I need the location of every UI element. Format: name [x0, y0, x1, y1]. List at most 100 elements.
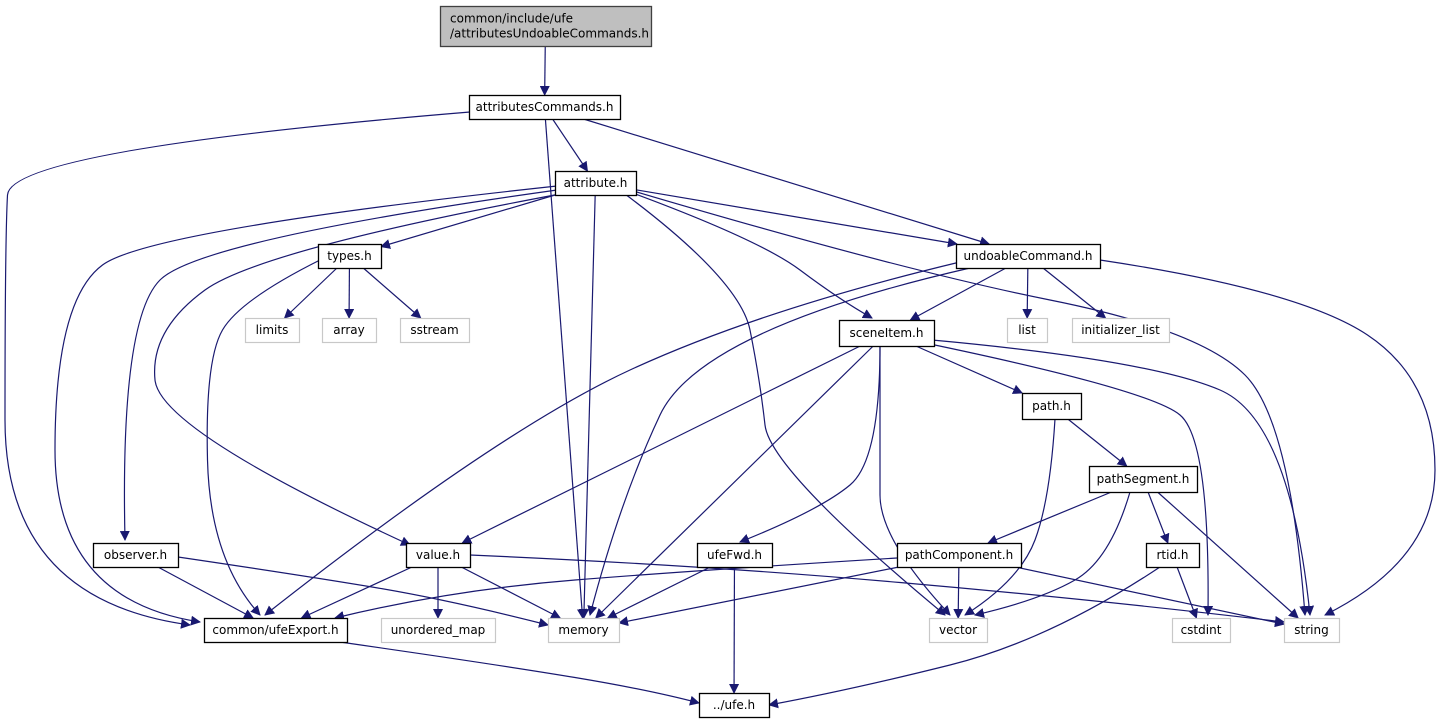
node-undoableCommand[interactable]: undoableCommand.h	[955, 243, 1102, 270]
edge-path-to-vector	[964, 418, 1056, 616]
edge-attribute-to-memory	[579, 194, 596, 619]
edge-sceneItem-to-cstdint	[929, 343, 1214, 616]
node-path[interactable]: path.h	[1021, 392, 1083, 421]
node-sstream: sstream	[399, 317, 471, 344]
edge-attributesCommands-to-undoableCommand	[583, 118, 991, 247]
node-box[interactable]	[554, 170, 638, 197]
node-label: undoableCommand.h	[964, 249, 1093, 263]
node-cstdint: cstdint	[1171, 617, 1232, 644]
edge-root-to-attributesCommands	[539, 45, 550, 96]
edge-path-to-pathSegment	[1067, 418, 1128, 467]
node-box	[1006, 317, 1049, 344]
node-box[interactable]	[698, 692, 771, 719]
node-ufeExport[interactable]: common/ufeExport.h	[203, 617, 349, 644]
edge-value-to-ufeExport	[300, 566, 413, 619]
edge-pathSegment-to-pathComponent	[987, 491, 1112, 545]
node-box	[380, 617, 497, 644]
node-sceneItem[interactable]: sceneItem.h	[838, 319, 936, 348]
edge-sceneItem-to-path	[915, 345, 1024, 394]
nodes-layer: common/include/ufe/attributesUndoableCom…	[92, 5, 1341, 719]
node-label: vector	[939, 623, 977, 637]
node-label: common/include/ufe	[450, 12, 573, 26]
edge-undoableCommand-to-string	[1099, 259, 1436, 616]
node-root[interactable]: common/include/ufe/attributesUndoableCom…	[439, 5, 653, 48]
node-box	[399, 317, 471, 344]
edge-sceneItem-to-value	[461, 345, 861, 544]
node-box[interactable]	[955, 243, 1102, 270]
node-array: array	[321, 317, 378, 344]
edge-pathSegment-to-rtid	[1147, 491, 1170, 544]
node-box[interactable]	[896, 542, 1023, 569]
edge-attributesCommands-to-ufeExport	[4, 111, 471, 629]
node-box	[244, 317, 301, 344]
edge-attributesCommands-to-attribute	[552, 118, 589, 172]
node-box	[547, 617, 621, 644]
edge-observer-to-memory	[177, 556, 549, 628]
node-label: rtid.h	[1156, 548, 1188, 562]
node-value[interactable]: value.h	[405, 542, 472, 569]
node-box[interactable]	[405, 542, 472, 569]
node-box[interactable]	[838, 319, 936, 348]
edge-sceneItem-to-ufeFwd	[739, 345, 881, 544]
node-pathSegment[interactable]: pathSegment.h	[1088, 465, 1199, 494]
node-label: sceneItem.h	[850, 326, 924, 340]
edge-sceneItem-to-memory	[595, 345, 874, 619]
node-unordered_map: unordered_map	[380, 617, 497, 644]
edge-types-to-limits	[283, 267, 338, 319]
edge-attribute-to-sceneItem	[629, 191, 873, 319]
edge-rtid-to-cstdint	[1176, 566, 1198, 619]
node-box[interactable]	[317, 243, 383, 270]
node-label: memory	[558, 623, 608, 637]
edge-attribute-to-value	[153, 193, 561, 546]
edge-pathSegment-to-string	[1157, 491, 1299, 619]
node-label: limits	[256, 323, 289, 337]
edge-attribute-to-undoableCommand	[635, 189, 958, 248]
edge-rtid-to-ufe	[768, 566, 1161, 709]
node-ufe[interactable]: ../ufe.h	[698, 692, 771, 719]
edge-ufeExport-to-ufe	[339, 641, 700, 706]
node-attribute[interactable]: attribute.h	[554, 170, 638, 197]
node-label: unordered_map	[391, 623, 486, 637]
edge-pathComponent-to-string	[1015, 566, 1285, 628]
node-box[interactable]	[468, 94, 622, 121]
node-label: list	[1018, 323, 1036, 337]
node-memory: memory	[547, 617, 621, 644]
node-label: pathSegment.h	[1097, 472, 1190, 486]
node-label: path.h	[1032, 399, 1071, 413]
node-box[interactable]	[439, 5, 653, 48]
node-box[interactable]	[696, 542, 774, 569]
edge-attribute-to-observer	[119, 189, 558, 541]
node-box[interactable]	[1088, 465, 1199, 494]
edge-value-to-memory	[461, 566, 562, 619]
node-box[interactable]	[92, 542, 180, 569]
node-rtid[interactable]: rtid.h	[1145, 542, 1201, 569]
node-ufeFwd[interactable]: ufeFwd.h	[696, 542, 774, 569]
node-label: string	[1294, 623, 1328, 637]
edge-undoableCommand-to-sceneItem	[909, 267, 1007, 321]
node-box[interactable]	[203, 617, 349, 644]
edge-observer-to-ufeExport	[157, 566, 254, 619]
edge-types-to-ufeExport	[206, 259, 321, 616]
node-label: attribute.h	[564, 176, 628, 190]
node-label: observer.h	[104, 548, 167, 562]
node-string: string	[1283, 617, 1341, 644]
edges-layer	[4, 45, 1436, 709]
node-label: pathComponent.h	[905, 548, 1013, 562]
node-pathComponent[interactable]: pathComponent.h	[896, 542, 1023, 569]
node-box[interactable]	[1021, 392, 1083, 421]
node-initializer_list: initializer_list	[1071, 317, 1171, 344]
edge-attribute-to-types	[380, 194, 556, 249]
edge-attributesCommands-to-memory	[544, 118, 587, 619]
edge-ufeFwd-to-memory	[606, 566, 711, 619]
node-label: initializer_list	[1081, 323, 1160, 337]
node-observer[interactable]: observer.h	[92, 542, 180, 569]
node-box[interactable]	[1145, 542, 1201, 569]
node-box	[321, 317, 378, 344]
node-types[interactable]: types.h	[317, 243, 383, 270]
edge-types-to-sstream	[362, 267, 422, 319]
node-limits: limits	[244, 317, 301, 344]
node-attributesCommands[interactable]: attributesCommands.h	[468, 94, 622, 121]
node-box	[1283, 617, 1341, 644]
node-label: cstdint	[1181, 623, 1222, 637]
node-label: types.h	[327, 249, 371, 263]
